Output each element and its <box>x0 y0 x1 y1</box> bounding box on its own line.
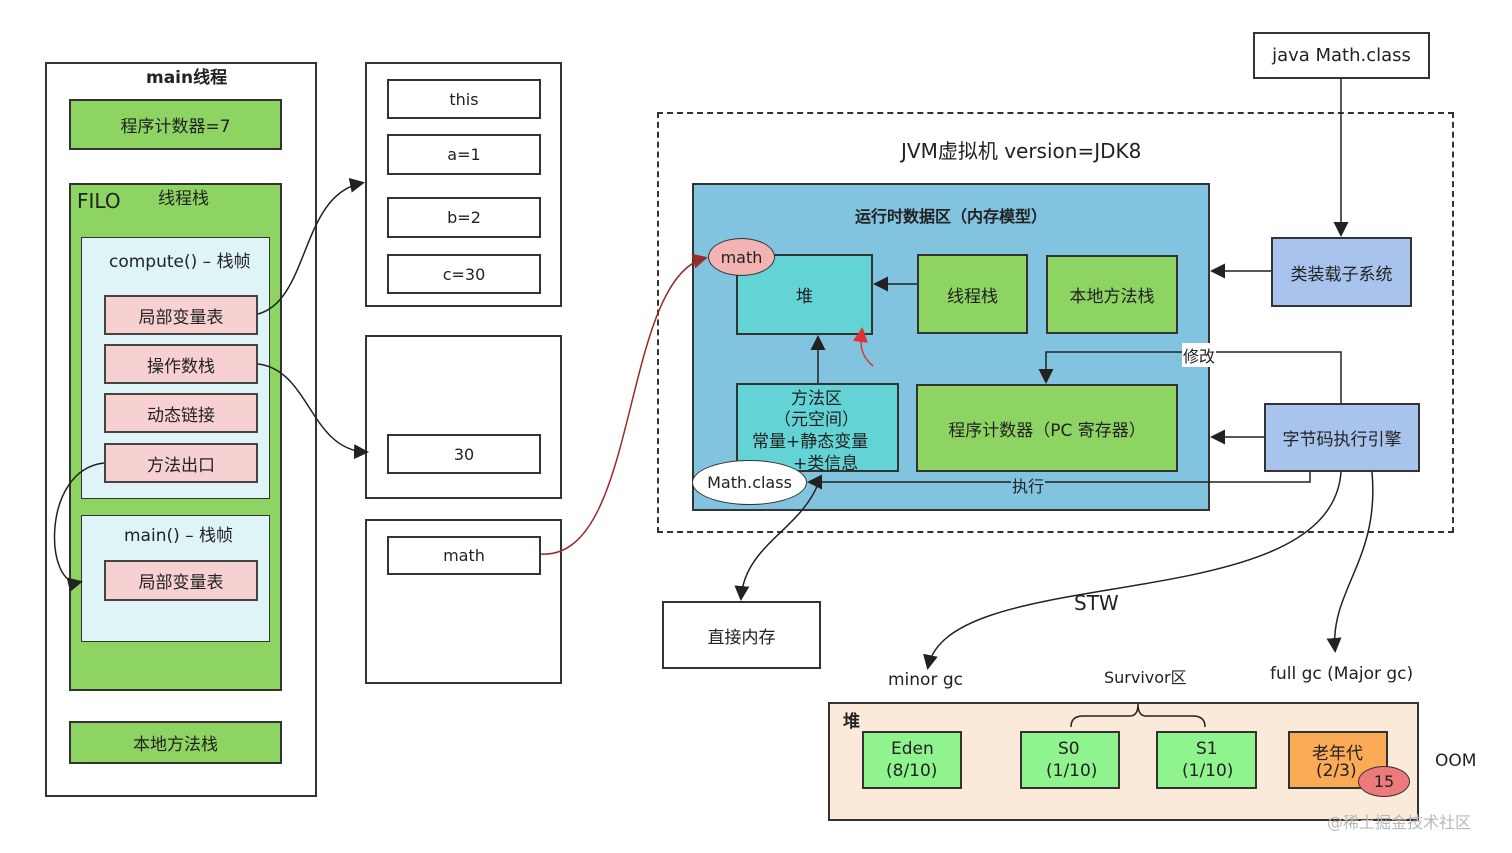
bytecode-execution-engine: 字节码执行引擎 <box>1264 403 1420 472</box>
old-gen-ratio: (2/3) <box>1316 761 1357 781</box>
native-method-stack: 本地方法栈 <box>69 721 282 764</box>
survivor-s0 <box>1020 731 1120 789</box>
survivor-s1 <box>1156 731 1257 789</box>
jvm-native-stack: 本地方法栈 <box>1046 255 1178 334</box>
direct-memory: 直接内存 <box>662 601 821 669</box>
main-local-variable-table: 局部变量表 <box>104 560 258 601</box>
method-area-line-3: 常量+静态变量 <box>752 432 869 452</box>
class-loader-subsystem: 类装载子系统 <box>1271 237 1412 307</box>
math-object: math <box>708 238 775 276</box>
filo-label: FILO <box>77 189 121 213</box>
pc-register: 程序计数器（PC 寄存器） <box>916 384 1178 472</box>
execute-label: 执行 <box>1011 473 1046 497</box>
survivor-label: Survivor区 <box>1104 668 1187 687</box>
method-area-line-1: 方法区 <box>791 389 842 409</box>
method-area-line-4: +类信息 <box>793 454 859 474</box>
var-b: b=2 <box>387 197 541 238</box>
oom-label: OOM <box>1435 751 1477 771</box>
s0-name: S0 <box>1058 739 1080 759</box>
program-counter: 程序计数器=7 <box>69 99 282 150</box>
s0-ratio: (1/10) <box>1046 761 1098 781</box>
operand-value: 30 <box>387 434 541 474</box>
operand-stack-panel <box>365 335 562 499</box>
method-area-line-2: （元空间） <box>774 410 859 430</box>
var-a: a=1 <box>387 134 541 175</box>
jvm-thread-stack: 线程栈 <box>917 254 1028 334</box>
local-variable-table: 局部变量表 <box>104 295 258 335</box>
watermark: @稀土掘金技术社区 <box>1327 813 1472 832</box>
full-gc-label: full gc (Major gc) <box>1270 664 1414 684</box>
s1-ratio: (1/10) <box>1182 761 1234 781</box>
stw-label: STW <box>1074 591 1119 615</box>
old-gen-name: 老年代 <box>1312 744 1363 764</box>
age-threshold-badge: 15 <box>1358 766 1410 797</box>
var-this: this <box>387 79 541 119</box>
eden-space <box>862 731 962 789</box>
eden-name: Eden <box>891 739 934 759</box>
eden-ratio: (8/10) <box>886 761 938 781</box>
main-frame-title: main() – 栈帧 <box>124 526 234 546</box>
main-thread-title: main线程 <box>146 68 228 88</box>
main-local-math: math <box>387 536 541 575</box>
thread-stack-title: 线程栈 <box>158 189 209 209</box>
gc-heap-label: 堆 <box>843 712 860 732</box>
operand-stack: 操作数栈 <box>104 344 258 384</box>
method-area <box>736 383 899 472</box>
jvm-title: JVM虚拟机 version=JDK8 <box>901 139 1142 163</box>
modify-label: 修改 <box>1182 343 1217 367</box>
math-class-oval: Math.class <box>692 460 807 505</box>
dynamic-linking: 动态链接 <box>104 393 258 433</box>
s1-name: S1 <box>1196 739 1218 759</box>
minor-gc-label: minor gc <box>888 670 963 690</box>
var-c: c=30 <box>387 254 541 294</box>
class-file: java Math.class <box>1253 32 1430 79</box>
method-exit: 方法出口 <box>104 443 258 483</box>
compute-frame-title: compute() – 栈帧 <box>109 252 251 272</box>
runtime-title: 运行时数据区（内存模型） <box>855 207 1048 226</box>
